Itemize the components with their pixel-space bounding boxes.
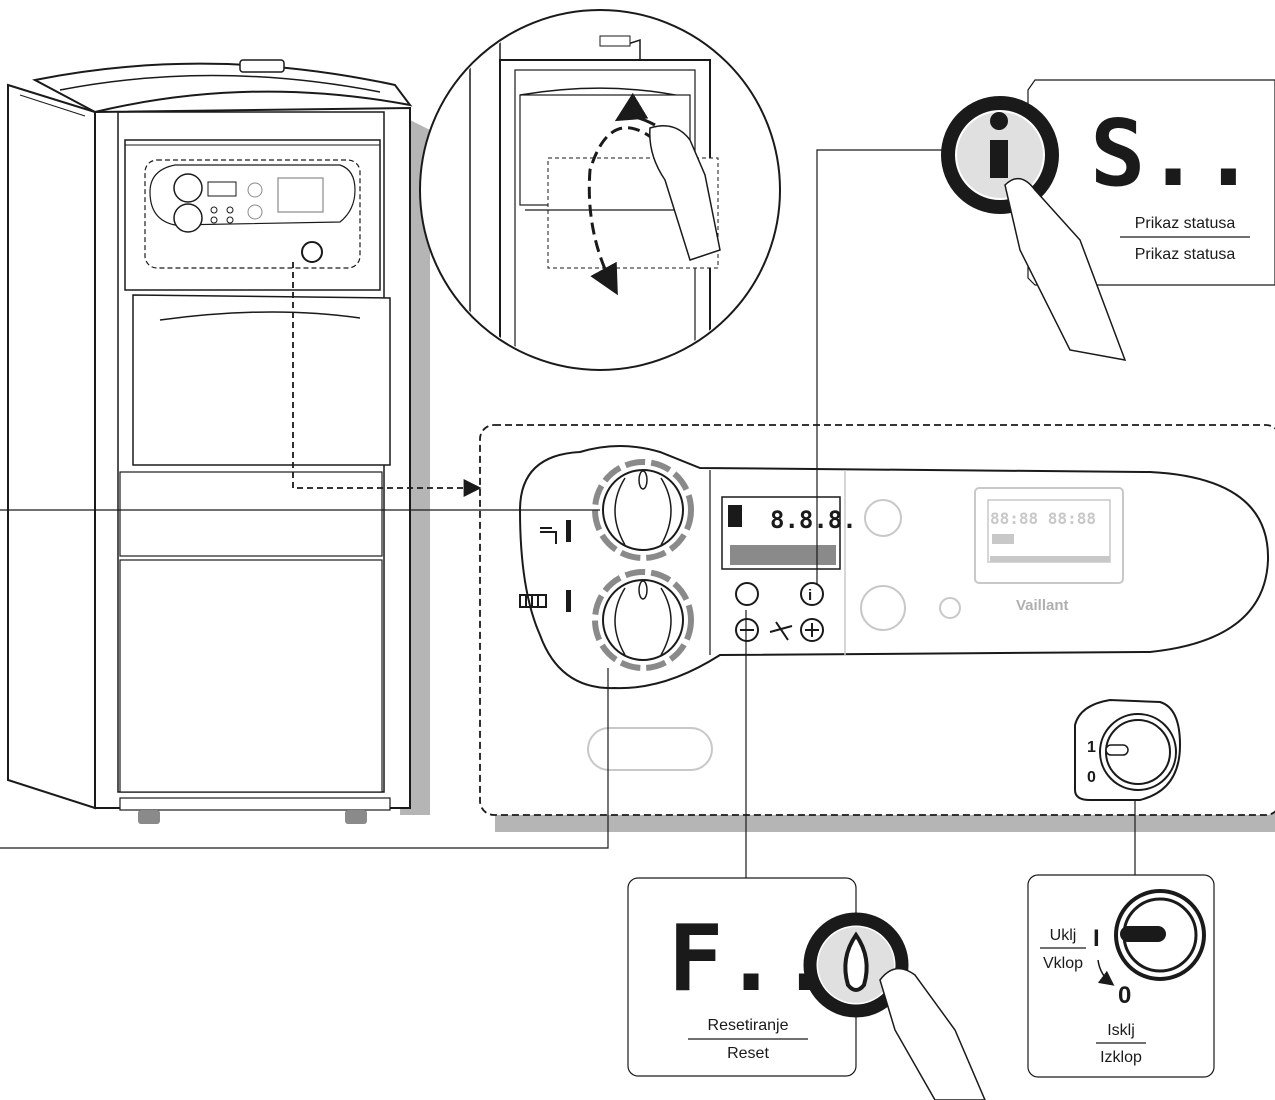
hand-pressing <box>880 969 985 1100</box>
reset-callout: F... Resetiranje Reset <box>628 878 985 1100</box>
switch-on-label-bottom: Vklop <box>1043 955 1083 972</box>
lcd-display: 8.8.8. <box>722 497 857 569</box>
switch-on-label-top: Uklj <box>1050 927 1077 944</box>
lcd-digits: 8.8.8. <box>770 506 857 534</box>
main-power-switch[interactable]: 1 0 <box>1075 700 1180 800</box>
switch-mark-on: 1 <box>1087 739 1096 756</box>
reset-button[interactable] <box>736 583 758 605</box>
switch-off-label-bottom: Izklop <box>1100 1049 1142 1066</box>
door-detail-circle <box>420 10 780 380</box>
control-panel-enlarged: 88:88 88:88 Vaillant <box>480 425 1275 832</box>
switch-mark-off: 0 <box>1087 769 1096 786</box>
switch-callout: Uklj Vklop I 0 Isklj Izklop <box>1028 875 1214 1077</box>
brand-logo: Vaillant <box>1016 597 1069 614</box>
heating-temp-knob[interactable] <box>595 572 691 668</box>
switch-off-label-top: Isklj <box>1107 1022 1135 1039</box>
boiler-unit <box>8 60 430 824</box>
clock-display: 88:88 88:88 <box>990 509 1096 528</box>
info-icon: i <box>808 587 812 604</box>
reset-label-bottom: Reset <box>727 1045 769 1062</box>
hot-water-temp-knob[interactable] <box>595 462 691 558</box>
status-label-top: Prikaz statusa <box>1135 215 1236 232</box>
switch-on-symbol: I <box>1093 925 1100 952</box>
switch-off-symbol: 0 <box>1118 982 1131 1009</box>
status-callout: S... Prikaz statusa Prikaz statusa <box>948 80 1275 360</box>
reset-label-top: Resetiranje <box>708 1017 789 1034</box>
status-label-bottom: Prikaz statusa <box>1135 246 1236 263</box>
status-code: S... <box>1090 100 1275 207</box>
